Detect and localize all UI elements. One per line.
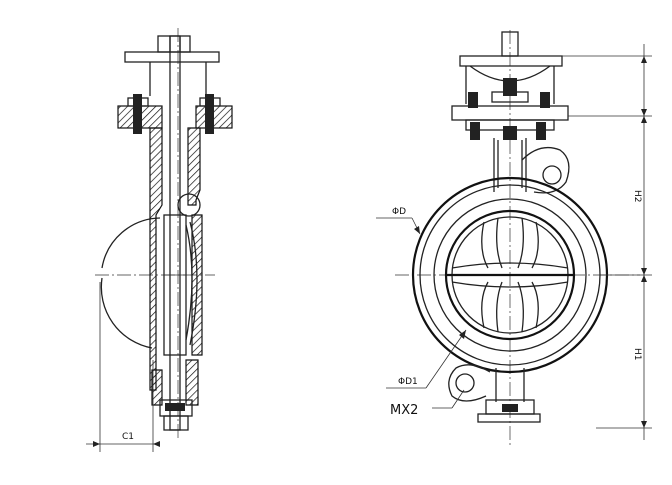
body-lower-right (185, 359, 199, 406)
flange-bolt-left (133, 94, 142, 134)
disc-outer-circle (444, 209, 576, 341)
stem-nut (503, 78, 517, 96)
top-mounting-plate (124, 51, 220, 63)
h1-label: H1 (632, 348, 642, 361)
disc-rib-upper (451, 262, 569, 269)
detail-circle (177, 193, 201, 217)
phi-d1-label: ΦD1 (398, 377, 418, 387)
front-top-plate (459, 55, 563, 67)
body-lower-left (151, 369, 163, 406)
seat-outer-circle (433, 198, 587, 352)
front-view: H2 H1 ΦD ΦD1 MX2 (376, 30, 652, 445)
front-neck (493, 138, 527, 192)
lower-lug (448, 364, 491, 402)
mx2-label: MX2 (390, 403, 418, 418)
h2-label: H2 (632, 190, 642, 203)
disc-swing-arc-lower (100, 277, 153, 349)
valve-stem (169, 35, 181, 431)
mx2-leader (451, 389, 465, 409)
disc-rib-lower (451, 281, 569, 288)
c1-label: C1 (122, 432, 134, 442)
body-neck-left (149, 127, 163, 391)
phi-d1-leader (425, 329, 467, 389)
upper-lug-hole (542, 165, 562, 185)
stem-top-block (157, 35, 191, 53)
front-bottom-neck (495, 368, 525, 402)
side-section-view: C1 (86, 28, 233, 452)
disc-section (163, 214, 187, 356)
bottom-plug (163, 415, 189, 431)
lower-lug-hole (455, 373, 475, 393)
upper-lug (521, 146, 570, 194)
flange-bolt-right (205, 94, 214, 134)
body-neck-right (187, 127, 201, 206)
phi-d-label: ΦD (392, 207, 406, 217)
